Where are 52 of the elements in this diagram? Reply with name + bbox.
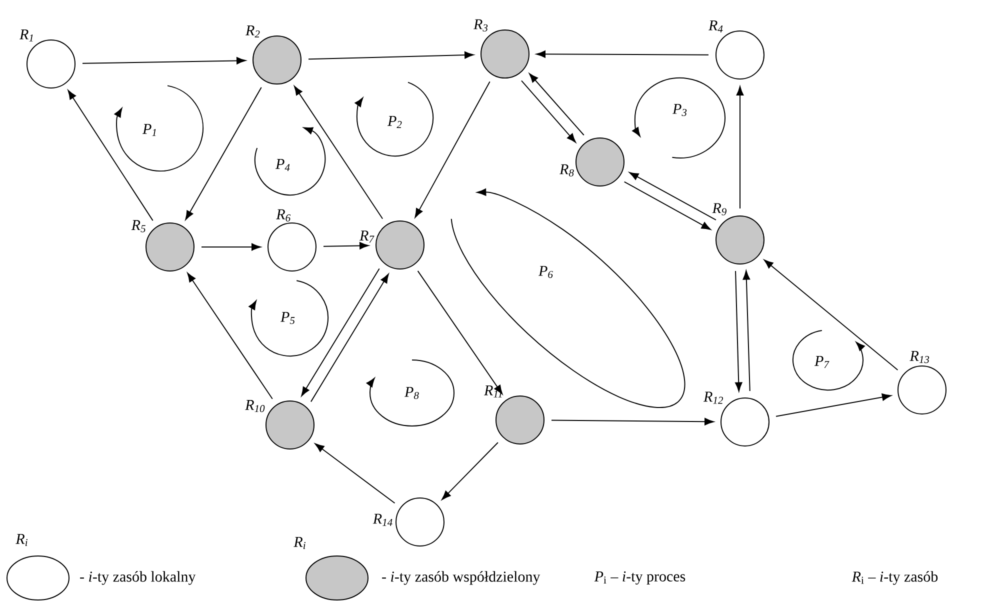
process-label: P$_{3}$ [672, 104, 687, 116]
arrow [551, 418, 714, 426]
legend-note: P$_{i}$ – i-ty proces [594, 571, 686, 585]
symbol-label: R$_{i}$ [16, 534, 28, 546]
arrow [764, 260, 898, 370]
arrow [735, 270, 742, 392]
node-label: R$_{4}$ [708, 20, 723, 32]
process-label: P$_{1}$ [142, 124, 156, 136]
node-label: R$_{2}$ [245, 25, 260, 38]
arrow [736, 86, 744, 209]
arrow [201, 243, 261, 251]
process-label: P$_{8}$ [404, 386, 419, 400]
node-label: R [19, 29, 28, 40]
node-label: R$_{5}$ [131, 220, 146, 232]
process-label: P$_{7}$ [814, 356, 830, 368]
symbol-label: R$_{i}$ [294, 537, 306, 549]
arrow [68, 90, 154, 222]
node-label: R$_{6}$ [276, 209, 291, 222]
legend-text: - i-ty zasób lokalny [80, 571, 196, 585]
legend-note: R$_{i}$ – i-ty zasób [852, 571, 938, 585]
node-label: R$_{12}$ [703, 392, 724, 404]
arrow [529, 73, 584, 136]
arrow [185, 86, 262, 220]
process-label: P$_{6}$ [538, 266, 553, 278]
node-label: R$_{3}$ [473, 19, 488, 32]
arrow [742, 270, 750, 392]
process-label: P$_{4}$ [275, 159, 290, 171]
arrow [301, 268, 380, 396]
arrow [82, 57, 246, 64]
arrow [776, 394, 892, 417]
arrow [294, 86, 384, 220]
node-label: R$_{10}$ [245, 400, 265, 412]
node-label: R$_{14}$ [372, 514, 392, 526]
arrow [310, 274, 389, 402]
arrow [442, 442, 498, 500]
arrow [624, 181, 711, 230]
arrow [187, 272, 273, 400]
arrow [308, 51, 474, 60]
arrow [536, 50, 709, 58]
node-label: R$_{8}$ [559, 164, 574, 176]
arrow [323, 242, 369, 250]
node-label: R$_{7}$ [359, 230, 374, 243]
arrow [629, 172, 716, 220]
arrow [314, 443, 396, 504]
node-label: R$_{13}$ [910, 351, 930, 364]
arrow [417, 270, 503, 394]
process-label: P$_{2}$ [387, 116, 402, 128]
node-label: R$_{9}$ [712, 203, 726, 216]
process-label: P$_{5}$ [280, 312, 295, 324]
legend-text: - i-ty zasób współdzielony [382, 571, 540, 585]
arrow [521, 80, 576, 143]
arrow [414, 81, 490, 218]
